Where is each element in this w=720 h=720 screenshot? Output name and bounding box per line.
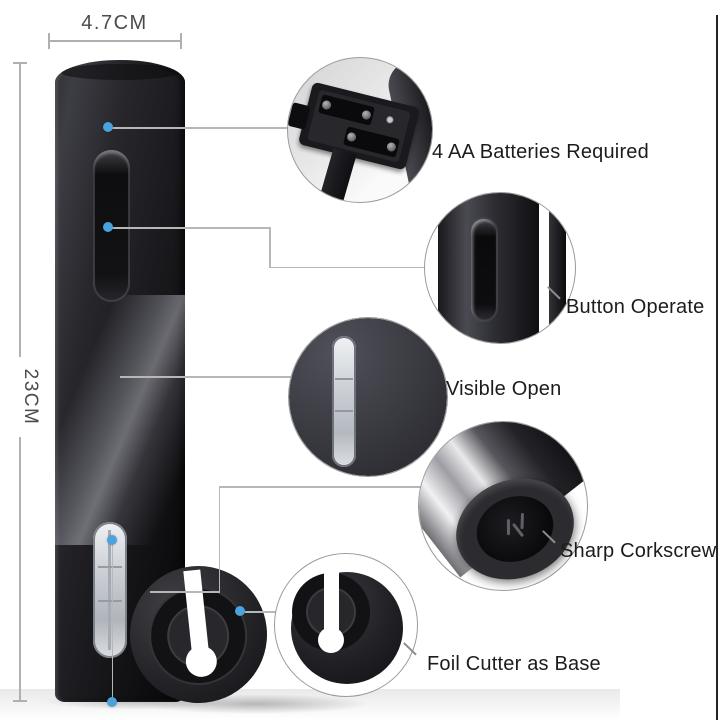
corkscrew-leader-line-3 xyxy=(219,486,421,488)
battery-leader-line xyxy=(110,127,289,129)
width-dimension-label: 4.7CM xyxy=(81,12,148,34)
button-leader-line-1 xyxy=(110,227,270,229)
compartment-screw xyxy=(385,115,395,125)
height-dimension-label: 23CM xyxy=(18,357,42,437)
width-dimension-tick-left xyxy=(48,33,50,49)
battery-spring xyxy=(360,109,372,121)
button-leader-line-3 xyxy=(269,266,425,268)
battery-callout-circle xyxy=(287,57,433,203)
foil-cutter-callout-circle xyxy=(274,553,418,697)
corkscrew-leader-line-1 xyxy=(150,591,220,593)
battery-slot xyxy=(318,94,375,126)
foil-callout-label: Foil Cutter as Base xyxy=(427,653,601,675)
corkscrew-spiral xyxy=(506,519,510,536)
image-edge-line xyxy=(716,15,718,720)
button-closeup-edge xyxy=(549,193,566,343)
device-top-cap xyxy=(60,64,180,80)
base-marker-dot xyxy=(107,697,117,707)
battery-spring xyxy=(385,141,397,153)
body-sheen-highlight xyxy=(55,295,185,545)
button-callout-label: Button Operate xyxy=(566,296,705,318)
foil-cutter-hole xyxy=(318,627,344,653)
base-leader-line xyxy=(111,540,113,702)
battery-callout-label: 4 AA Batteries Required xyxy=(432,141,649,163)
width-dimension-line xyxy=(48,40,181,42)
foil-leader-line xyxy=(240,611,276,613)
battery-spring xyxy=(346,131,358,143)
window-marker-dot xyxy=(107,535,117,545)
button-callout-circle xyxy=(424,192,576,344)
battery-spring xyxy=(321,99,333,111)
window-closeup-glass xyxy=(332,336,356,467)
foil-cutter-slot xyxy=(323,556,339,636)
corkscrew-callout-label: Sharp Corkscrew xyxy=(560,540,717,562)
button-leader-line-2 xyxy=(269,227,271,268)
wine-opener-body xyxy=(55,60,185,702)
compartment-cover-strap xyxy=(315,147,357,202)
height-dimension-tick-top xyxy=(13,62,27,64)
visible-window xyxy=(93,522,127,658)
height-dimension-tick-bottom xyxy=(13,700,27,702)
corkscrew-callout-circle xyxy=(418,421,588,591)
corkscrew-opening-hole xyxy=(467,485,563,573)
battery-marker-dot xyxy=(103,122,113,132)
visible-open-callout-circle xyxy=(288,317,448,477)
button-marker-dot xyxy=(103,222,113,232)
button-closeup-button xyxy=(471,219,496,320)
width-dimension-tick-right xyxy=(180,33,182,49)
visible-callout-label: Visible Open xyxy=(446,378,562,400)
corkscrew-spiral xyxy=(520,513,524,530)
foil-marker-dot xyxy=(235,606,245,616)
corkscrew-leader-line-2 xyxy=(218,486,220,592)
visible-leader-line xyxy=(120,376,291,378)
